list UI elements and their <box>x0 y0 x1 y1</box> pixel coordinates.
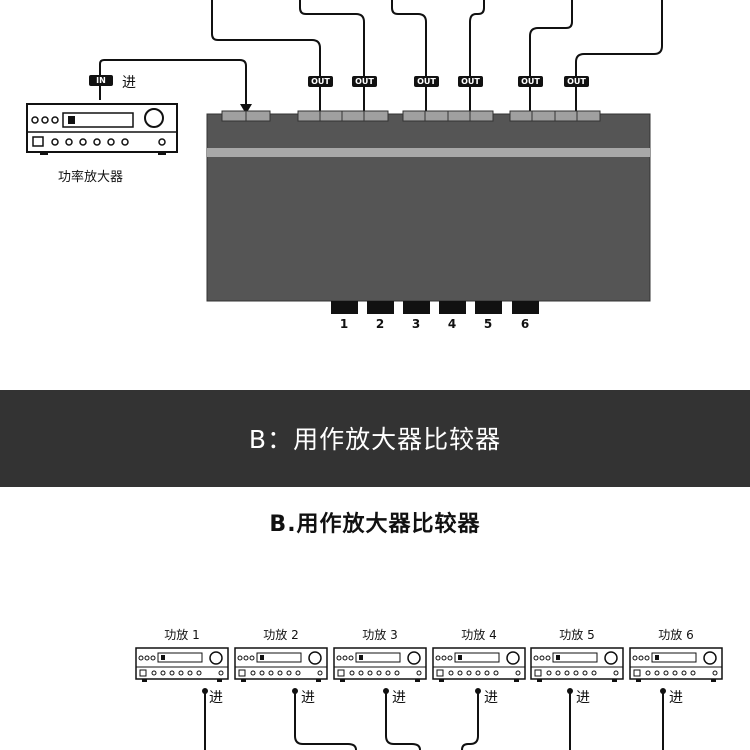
amp-label-5: 功放 5 <box>559 628 595 642</box>
section-title: B.用作放大器比较器 <box>269 512 481 537</box>
amp-label-1: 功放 1 <box>164 628 200 642</box>
wire-in <box>99 59 247 104</box>
wire-out-1 <box>211 0 321 116</box>
amp-device-3 <box>333 647 427 683</box>
selector-number-4: 4 <box>447 317 457 331</box>
selector-number-3: 3 <box>411 317 421 331</box>
out-tag-3: OUT <box>414 76 439 87</box>
amp-label-2: 功放 2 <box>263 628 299 642</box>
in-label-1: 进 <box>209 690 223 706</box>
out-tag-2: OUT <box>352 76 377 87</box>
connectors <box>221 110 601 122</box>
amp-device-1 <box>135 647 229 683</box>
amp-label-6: 功放 6 <box>658 628 694 642</box>
amp-label-4: 功放 4 <box>461 628 497 642</box>
wire-out-2 <box>299 0 365 116</box>
amplifier-label: 功率放大器 <box>58 170 124 185</box>
wire-out-6 <box>575 0 663 116</box>
section-band <box>0 390 750 487</box>
out-tag-5: OUT <box>518 76 543 87</box>
in-label-3: 进 <box>392 690 406 706</box>
in-label-6: 进 <box>669 690 683 706</box>
selector-number-1: 1 <box>339 317 349 331</box>
top-diagram-graphic <box>26 0 663 314</box>
in-label-5: 进 <box>576 690 590 706</box>
selector-box <box>206 113 651 302</box>
in-label-4: 进 <box>484 690 498 706</box>
wire-out-3 <box>391 0 427 116</box>
amp-device-5 <box>530 647 624 683</box>
panel-stripe <box>207 148 650 157</box>
in-label-2: 进 <box>301 690 315 706</box>
wire-out-5 <box>529 0 573 116</box>
amp-device-2 <box>234 647 328 683</box>
selector-number-6: 6 <box>520 317 530 331</box>
amp-device-4 <box>432 647 526 683</box>
amp-device-6 <box>629 647 723 683</box>
selector-number-5: 5 <box>483 317 493 331</box>
out-tag-4: OUT <box>458 76 483 87</box>
out-tag-1: OUT <box>308 76 333 87</box>
amplifier-device <box>26 103 178 155</box>
arrow-head <box>240 104 252 114</box>
selector-buttons <box>331 301 539 314</box>
section-band-title: B：用作放大器比较器 <box>248 425 502 454</box>
amp-label-3: 功放 3 <box>362 628 398 642</box>
in-label: 进 <box>122 75 136 91</box>
wire-out-4 <box>469 0 485 116</box>
in-tag: IN <box>89 75 113 86</box>
amplifier-comparator-graphic <box>135 647 723 750</box>
out-tag-6: OUT <box>564 76 589 87</box>
selector-number-2: 2 <box>375 317 385 331</box>
